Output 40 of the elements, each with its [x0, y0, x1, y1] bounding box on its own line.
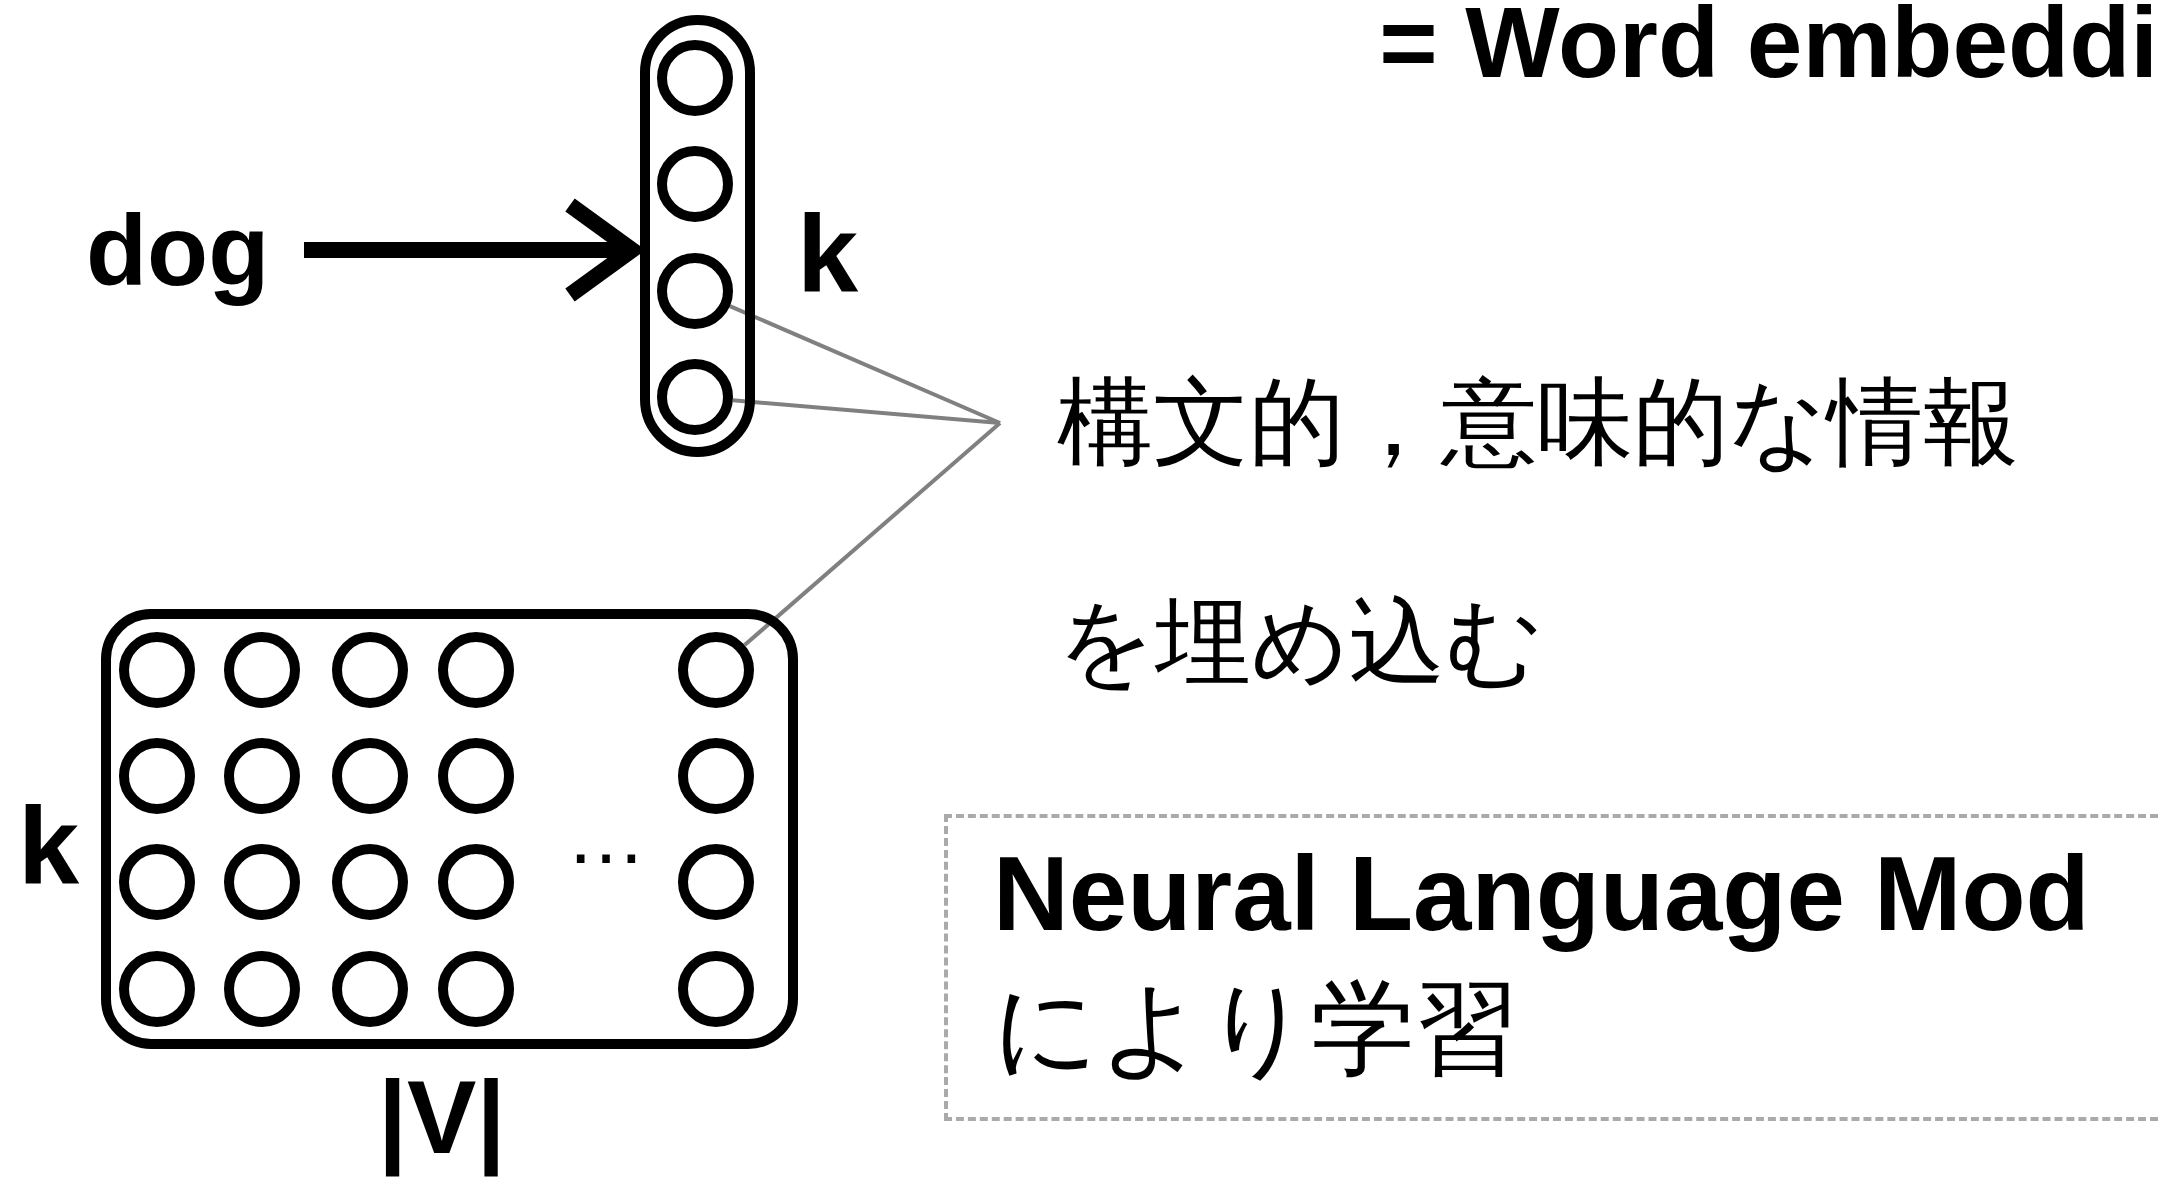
title: = Word embeddi	[1379, 0, 2158, 92]
neuron-circle	[119, 844, 195, 920]
dimension-label: k	[797, 190, 859, 316]
dimension-label: k	[18, 782, 80, 908]
ellipsis-label: …	[566, 790, 646, 882]
neuron-circle	[224, 844, 300, 920]
neuron-circle	[657, 253, 733, 329]
vector-box	[640, 15, 755, 457]
note-heading: Neural Language Mod	[993, 834, 2091, 954]
neuron-circle	[438, 738, 514, 814]
note-box	[944, 814, 2158, 1121]
neuron-circle	[657, 40, 733, 116]
neuron-circle	[332, 844, 408, 920]
callout-text: 構文的，意味的な情報を埋め込む	[1000, 312, 2040, 752]
neuron-circle	[224, 951, 300, 1027]
neuron-circle	[119, 738, 195, 814]
leader-line	[732, 398, 1001, 425]
neuron-circle	[224, 738, 300, 814]
neuron-circle	[678, 738, 754, 814]
arrow	[304, 197, 640, 303]
note-text: により学習	[993, 966, 1520, 1091]
neuron-circle	[119, 951, 195, 1027]
neuron-circle	[119, 632, 195, 708]
neuron-circle	[438, 632, 514, 708]
neuron-circle	[438, 844, 514, 920]
dimension-label: |V|	[378, 1058, 506, 1178]
neuron-circle	[657, 146, 733, 222]
neuron-circle	[678, 951, 754, 1027]
neuron-circle	[332, 951, 408, 1027]
neuron-circle	[438, 951, 514, 1027]
neuron-circle	[332, 632, 408, 708]
leader-line	[729, 304, 1001, 425]
matrix-box	[101, 609, 798, 1049]
leader-line	[743, 421, 1002, 647]
neuron-circle	[224, 632, 300, 708]
neuron-circle	[657, 359, 733, 435]
neuron-circle	[332, 738, 408, 814]
word-label: dog	[84, 190, 304, 310]
neuron-circle	[678, 844, 754, 920]
neuron-circle	[678, 632, 754, 708]
